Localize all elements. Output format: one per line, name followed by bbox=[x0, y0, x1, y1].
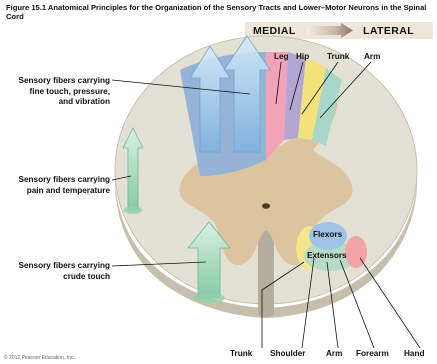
anterior-median-fissure bbox=[258, 228, 274, 318]
arm-bottom-label: Arm bbox=[326, 349, 342, 358]
trunk-bottom-label: Trunk bbox=[230, 349, 252, 358]
copyright-notice: © 2012 Pearson Education, Inc. bbox=[4, 355, 75, 361]
crude-touch-label: Sensory fibers carrying crude touch bbox=[14, 261, 110, 282]
hip-label: Hip bbox=[296, 52, 309, 61]
leg-label: Leg bbox=[274, 52, 289, 61]
central-canal bbox=[262, 203, 270, 209]
shoulder-label: Shoulder bbox=[270, 349, 305, 358]
pain-temperature-label: Sensory fibers carrying pain and tempera… bbox=[14, 175, 110, 196]
trunk-top-label: Trunk bbox=[327, 52, 349, 61]
extensors-label: Extensors bbox=[307, 251, 347, 260]
flexors-label: Flexors bbox=[313, 230, 342, 239]
hand-label: Hand bbox=[404, 349, 424, 358]
arm-top-label: Arm bbox=[364, 52, 380, 61]
fine-touch-label: Sensory fibers carrying fine touch, pres… bbox=[14, 76, 110, 108]
forearm-label: Forearm bbox=[356, 349, 389, 358]
